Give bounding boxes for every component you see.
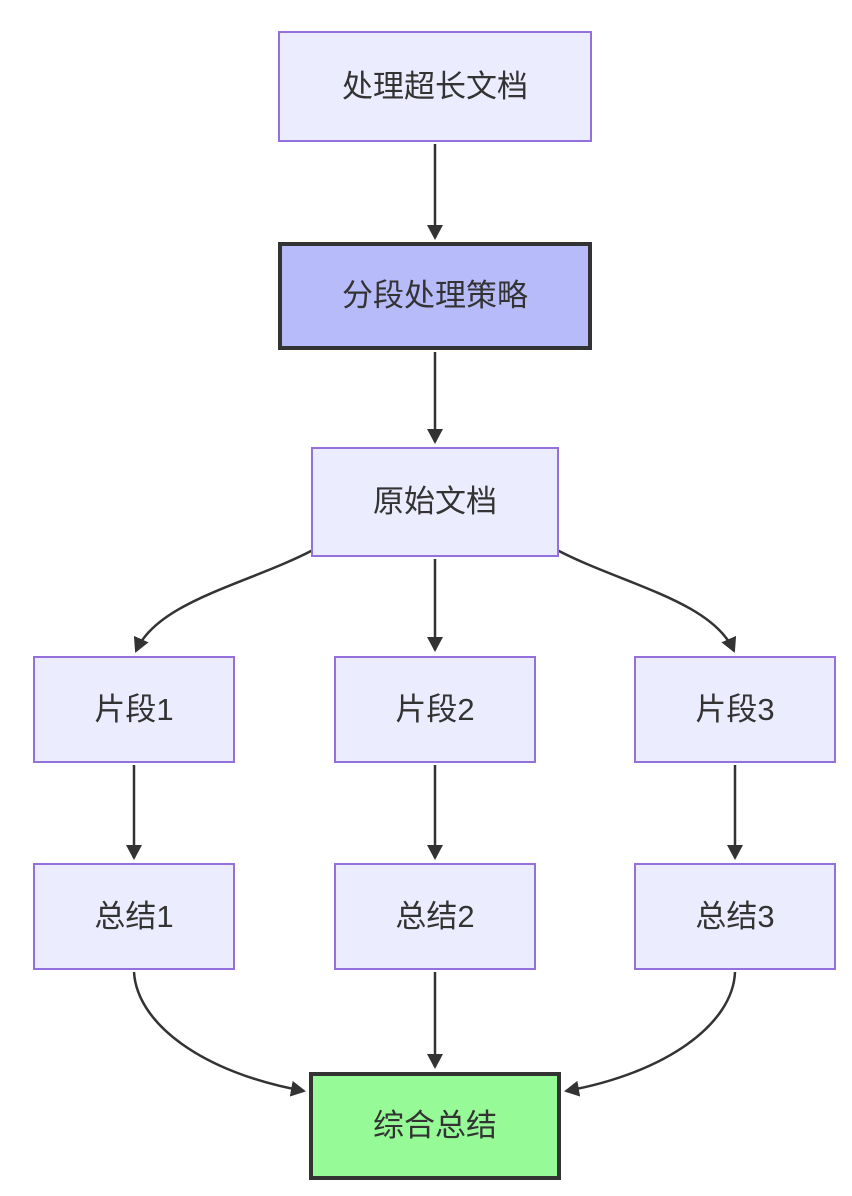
node-fragment-3-label: 片段3	[695, 691, 775, 727]
node-summary-2-label: 总结2	[395, 898, 475, 934]
node-fragment-1-label: 片段1	[94, 691, 174, 727]
node-original-doc: 原始文档	[311, 447, 559, 557]
edge-original-to-frag1	[133, 548, 314, 653]
node-segment-strategy: 分段处理策略	[278, 242, 592, 350]
node-combined-summary-label: 综合总结	[373, 1108, 497, 1144]
node-original-doc-label: 原始文档	[373, 484, 497, 520]
node-summary-1: 总结1	[33, 863, 235, 970]
node-fragment-3: 片段3	[634, 656, 836, 763]
node-fragment-2: 片段2	[334, 656, 536, 763]
node-summary-3-label: 总结3	[695, 898, 775, 934]
node-summary-2: 总结2	[334, 863, 536, 970]
node-summary-1-label: 总结1	[94, 898, 174, 934]
node-process-long-doc-label: 处理超长文档	[342, 68, 528, 104]
edge-sum3-to-final	[564, 971, 737, 1097]
node-combined-summary: 综合总结	[309, 1072, 561, 1180]
node-process-long-doc: 处理超长文档	[278, 31, 592, 142]
edge-sum1-to-final	[132, 971, 306, 1097]
node-fragment-1: 片段1	[33, 656, 235, 763]
edge-original-to-frag3	[556, 548, 737, 653]
node-segment-strategy-label: 分段处理策略	[342, 278, 528, 314]
node-fragment-2-label: 片段2	[395, 691, 475, 727]
node-summary-3: 总结3	[634, 863, 836, 970]
